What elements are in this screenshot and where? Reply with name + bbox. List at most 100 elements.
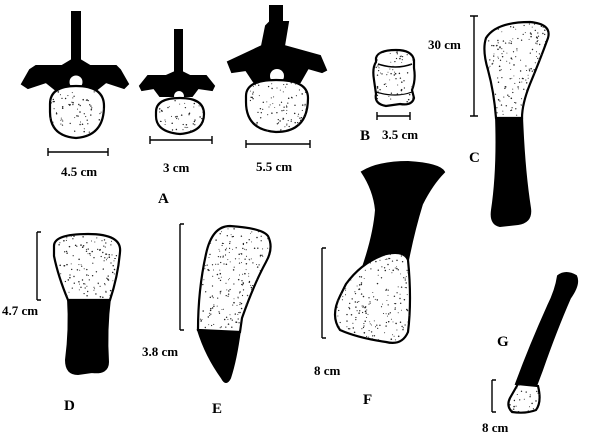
stipple-dot: [249, 99, 251, 102]
stipple-dot: [370, 331, 373, 333]
stipple-dot: [361, 311, 364, 314]
stipple-dot: [103, 260, 105, 262]
stipple-dot: [519, 70, 522, 72]
stipple-dot: [542, 27, 544, 28]
stipple-dot: [294, 104, 296, 107]
stipple-dot: [84, 283, 86, 285]
stipple-dot: [232, 235, 235, 238]
stipple-dot: [400, 286, 403, 288]
panel-letter-f: F: [363, 392, 372, 408]
stipple-dot: [105, 291, 107, 293]
stipple-dot: [218, 248, 220, 250]
stipple-dot: [388, 96, 390, 97]
stipple-dot: [529, 396, 531, 398]
stipple-dot: [256, 266, 259, 268]
stipple-dot: [66, 263, 68, 266]
stipple-dot: [53, 100, 55, 103]
stipple-dot: [510, 26, 512, 28]
stipple-dot: [89, 104, 91, 106]
stipple-dot: [383, 83, 386, 86]
stipple-dot: [499, 59, 502, 61]
stipple-dot: [390, 318, 392, 320]
stipple-dot: [261, 254, 263, 257]
stipple-dot: [403, 277, 405, 279]
stipple-dot: [207, 316, 210, 318]
stipple-dot: [384, 332, 386, 334]
stipple-dot: [510, 97, 513, 100]
stipple-dot: [221, 242, 224, 245]
stipple-dot: [239, 292, 241, 294]
stipple-dot: [501, 31, 503, 33]
stipple-dot: [270, 97, 272, 99]
stipple-dot: [61, 105, 64, 108]
stipple-dot: [532, 408, 534, 410]
stipple-dot: [277, 118, 279, 121]
stipple-dot: [252, 262, 254, 264]
stipple-dot: [362, 305, 365, 307]
stipple-dot: [86, 242, 88, 244]
stipple-dot: [391, 260, 394, 262]
stipple-dot: [351, 298, 353, 300]
stipple-dot: [81, 123, 84, 125]
stipple-dot: [376, 100, 378, 102]
stipple-dot: [382, 312, 385, 315]
stipple-dot: [74, 117, 76, 119]
stipple-dot: [104, 284, 106, 286]
stipple-dot: [93, 257, 95, 259]
panel-letter-c: C: [469, 150, 480, 166]
stipple-dot: [396, 51, 398, 53]
stipple-dot: [300, 117, 303, 119]
stipple-dot: [396, 329, 398, 331]
stipple-dot: [396, 267, 398, 270]
stipple-dot: [188, 112, 191, 114]
stipple-dot: [376, 299, 379, 301]
stipple-dot: [364, 320, 366, 323]
stipple-dot: [538, 53, 541, 55]
stipple-dot: [397, 312, 399, 314]
stipple-dot: [259, 117, 262, 119]
stipple-dot: [517, 411, 519, 412]
stipple-dot: [187, 126, 189, 128]
stipple-dot: [88, 274, 89, 276]
stipple-dot: [92, 262, 94, 264]
stipple-dot: [115, 255, 118, 257]
stipple-dot: [511, 409, 513, 412]
stipple-dot: [231, 326, 233, 328]
stipple-dot: [377, 90, 379, 92]
scale-bar-g: [491, 379, 496, 413]
stipple-dot: [290, 119, 292, 121]
bone-e: [196, 224, 272, 383]
stipple-dot: [224, 254, 227, 256]
stipple-dot: [64, 97, 67, 100]
stipple-dot: [254, 84, 256, 86]
stipple-dot: [395, 51, 397, 53]
stipple-dot: [350, 314, 353, 316]
stipple-dot: [211, 295, 214, 297]
stipple-dot: [500, 104, 503, 106]
stipple-dot: [371, 338, 373, 340]
stipple-dot: [299, 119, 302, 122]
stipple-dot: [297, 113, 300, 115]
stipple-dot: [386, 74, 388, 76]
stipple-dot: [384, 269, 387, 272]
stipple-dot: [497, 57, 499, 59]
stipple-dot: [407, 271, 410, 273]
stipple-dot: [301, 109, 303, 111]
stipple-dot: [373, 335, 376, 337]
stipple-dot: [530, 67, 532, 70]
stipple-dot: [352, 322, 354, 324]
stipple-dot: [248, 258, 250, 260]
stipple-dot: [538, 59, 541, 61]
stipple-dot: [383, 255, 385, 257]
stipple-dot: [505, 105, 508, 107]
stipple-dot: [262, 248, 264, 250]
stipple-dot: [238, 262, 241, 264]
stipple-dot: [209, 314, 211, 316]
stipple-dot: [535, 400, 537, 402]
stipple-dot: [67, 279, 70, 281]
stipple-dot: [74, 244, 77, 247]
stipple-dot: [167, 106, 169, 109]
stipple-dot: [363, 277, 365, 279]
stipple-dot: [376, 59, 378, 61]
stipple-dot: [242, 273, 244, 275]
